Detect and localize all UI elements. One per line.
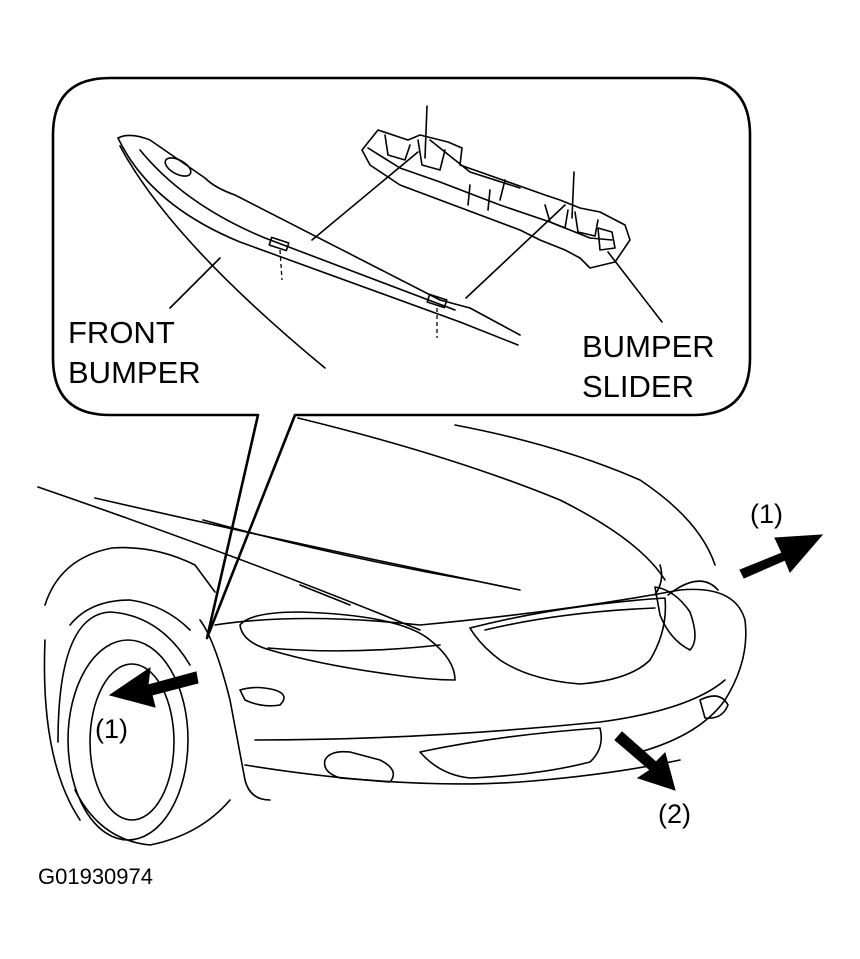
front-bumper-label-line1: FRONT: [68, 315, 175, 350]
arrow-down-right-icon: [614, 731, 676, 791]
step-1-right-label: (1): [750, 499, 783, 529]
bumper-slider-label-line1: BUMPER: [582, 329, 715, 364]
bumper-slider-detail: [361, 129, 631, 269]
leader-lines: [169, 105, 663, 323]
front-bumper-detail: [117, 134, 521, 369]
step-1-left-label: (1): [95, 714, 128, 744]
callout-balloon-outline: [51, 76, 752, 640]
figure-code: G01930974: [38, 864, 153, 889]
arrow-left-icon: [108, 666, 199, 708]
detail-callout: [51, 76, 752, 640]
arrow-right-icon: [739, 534, 824, 579]
front-bumper-label-line2: BUMPER: [68, 355, 201, 390]
step-2-label: (2): [658, 799, 691, 829]
vehicle-front: [37, 417, 747, 846]
bumper-slider-label-line2: SLIDER: [582, 369, 694, 404]
